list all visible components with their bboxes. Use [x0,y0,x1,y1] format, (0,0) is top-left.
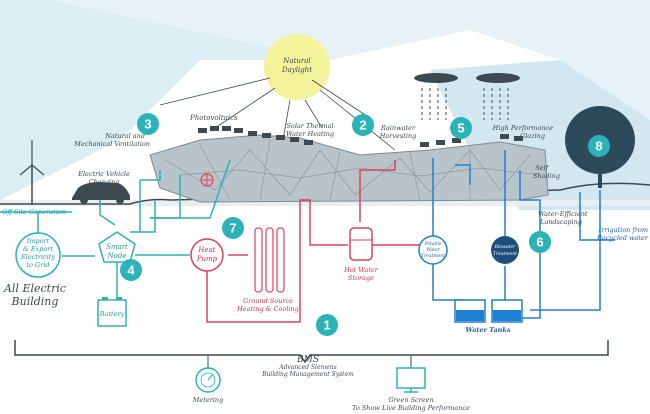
badge-7-text: 7 [229,221,236,236]
potable-label-1: Potable [423,241,441,247]
ground [0,200,650,206]
water-network [432,150,615,319]
all-electric-label-2: Building [11,295,59,308]
badge-2-text: 2 [359,118,366,133]
solar-thermal-label-1: Solar Thermal [286,122,333,130]
irrigation-label-1: Irrigation from [598,226,648,234]
all-electric-label-1: All Electric [3,282,66,295]
ground-source-label-1: Ground Source [243,297,293,305]
water-landscaping-label-1: Water-Efficient [538,210,588,218]
green-screen-label-2: To Show Live Building Performance [352,404,470,412]
water-landscaping-label-2: Landscaping [539,218,582,226]
import-export-label-3: Electricity [20,253,55,261]
solar-thermal-label-2: Water Heating [286,130,334,138]
import-export-label-4: to Grid [26,261,49,269]
smart-node-label-1: Smart [106,243,128,251]
ground-source-pipes [254,227,285,293]
self-shading-label-1: Self [535,164,549,172]
sky-shape-left [0,0,330,200]
off-site-label: Off Site Generation [2,208,66,216]
glazing-label-1: High Performance [492,124,553,132]
battery: Battery [97,297,127,327]
hot-water-storage [349,227,373,261]
water-tanks [454,299,523,323]
badge-5-text: 5 [457,121,464,136]
badge-4-text: 4 [127,263,135,278]
wind-turbine [19,140,45,205]
rainwater-label-1: Rainwater [380,124,416,132]
glazing-label-2: Glazing [520,132,545,140]
irrigation-label-2: Recycled water [596,234,649,242]
metering-gauge-icon [195,367,221,393]
electrical-network [0,159,231,300]
daylight-label-2: Daylight [281,66,312,74]
badge-2: 2 [352,114,374,136]
bms-bracket [14,340,609,364]
water-tanks-label: Water Tanks [465,326,510,334]
smart-node: Smart Node [98,231,136,263]
heat-pump-label-2: Pump [196,255,218,263]
rainwater-label-2: Harvesting [379,132,417,140]
badge-3-text: 3 [144,117,151,132]
bms-subtitle-2: Building Management System [261,371,354,378]
biowater-label-2: Treatment [493,251,517,257]
import-export-label-2: & Export [23,245,53,253]
badge-1-text: 1 [323,318,330,333]
badge-8: 8 [588,135,610,157]
badge-6-text: 6 [536,235,543,250]
heating-network [206,160,420,323]
badge-1: 1 [316,314,338,336]
potable-water-treatment: Potable Water Treatment [418,235,448,265]
self-shading-label-2: Shading [533,172,560,180]
biowater-treatment: Biowater Treatment [491,236,519,264]
bms-subtitle-1: Advanced Siemens [278,364,336,371]
potable-label-2: Water [426,247,440,253]
ev-charging-label-2: Charging [89,178,120,186]
badge-6: 6 [529,231,551,253]
smart-node-label-2: Node [107,252,127,260]
photovoltaics-label: Photovoltaics [189,114,238,122]
import-export-label-1: Import [26,237,50,245]
photovoltaic-panels [198,126,523,147]
daylight-label-1: Natural [282,57,310,65]
ventilation-label-2: Mechanical Ventilation [73,140,150,148]
sky-shape-top [50,0,650,150]
potable-label-3: Treatment [421,253,445,259]
green-screen-label-1: Green Screen [388,396,433,404]
heat-pump: Heat Pump [190,238,224,272]
badge-7: 7 [222,217,244,239]
badge-5: 5 [450,117,472,139]
badge-8-text: 8 [595,139,602,154]
ventilation-label-1: Natural and [104,132,145,140]
biowater-label-1: Biowater [494,244,516,250]
electric-car [72,182,130,204]
building-facets [164,139,541,201]
ground-source-label-2: Heating & Cooling [236,305,299,313]
green-screen-icon [396,367,426,393]
badge-4: 4 [120,259,142,281]
bms-title: BMS [296,355,319,365]
daylight-sun [264,34,330,100]
hot-water-label-2: Storage [348,274,374,282]
rain-clouds [414,73,520,120]
ev-charging-label-1: Electric Vehicle [77,170,130,178]
building [149,134,549,203]
metering-label: Metering [192,396,224,404]
heat-pump-label-1: Heat [197,246,215,254]
import-export-node: Import & Export Electricity to Grid [15,232,61,278]
badge-3: 3 [137,113,159,135]
hot-water-label-1: Hot Water [343,266,379,274]
ventilation-fan-icon [200,173,214,187]
battery-label: Battery [99,310,125,318]
